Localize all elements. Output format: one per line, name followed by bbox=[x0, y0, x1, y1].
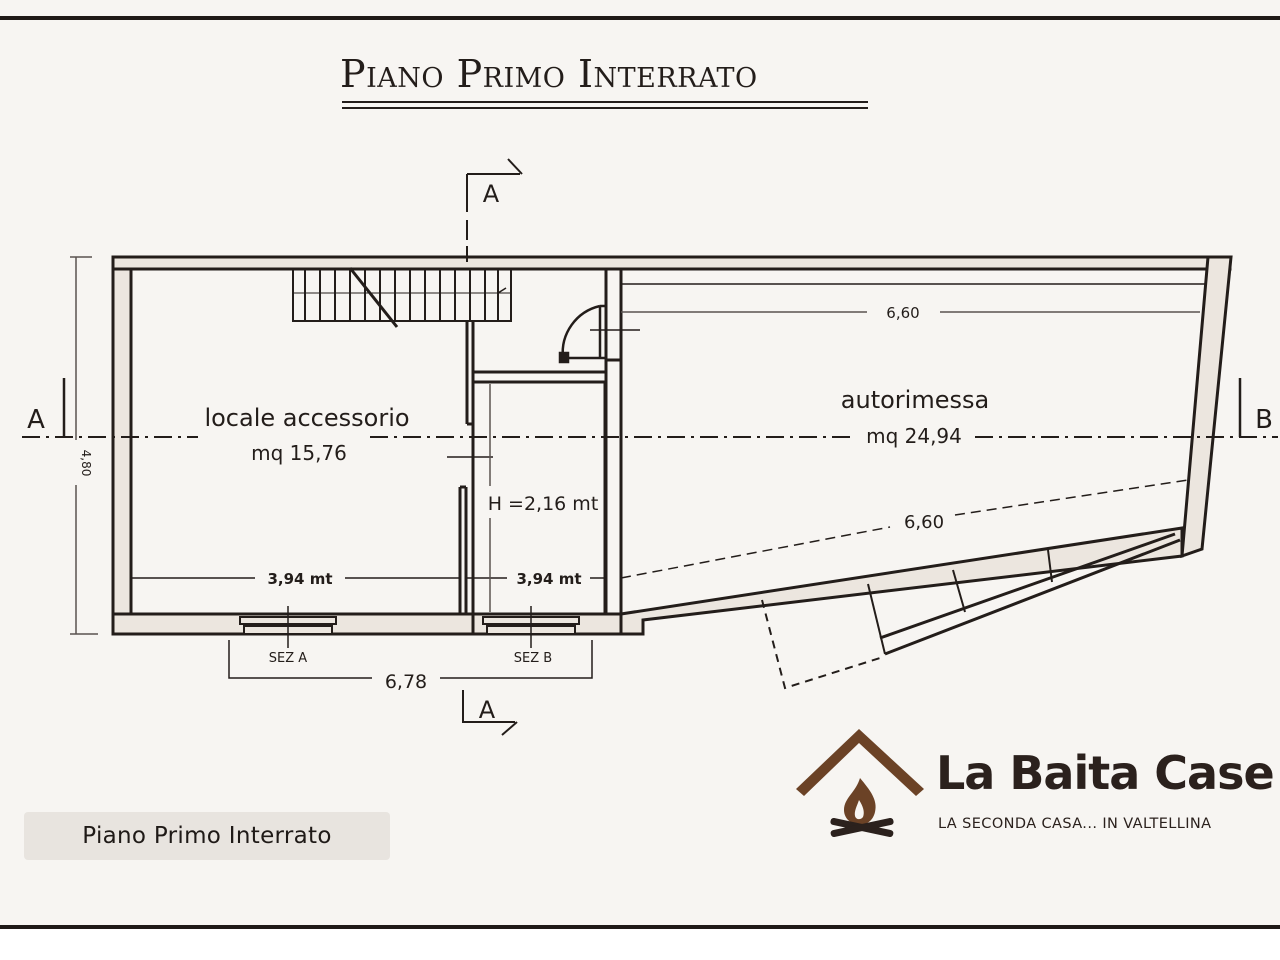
bottom-margin bbox=[0, 929, 1280, 960]
title-underline-second bbox=[342, 107, 868, 109]
title-underline bbox=[342, 101, 868, 103]
brand-logo: La Baita Case LA SECONDA CASA... IN VALT… bbox=[796, 726, 1276, 846]
section-marker-b-right: B bbox=[1255, 405, 1273, 435]
room-area-autorimessa: mq 24,94 bbox=[866, 424, 962, 448]
room-name-autorimessa: autorimessa bbox=[841, 386, 989, 414]
section-marker-a-top: A bbox=[483, 180, 500, 208]
ramp-outline bbox=[761, 532, 1181, 690]
storage-height-label: H =2,16 mt bbox=[488, 493, 599, 515]
room-area-locale-accessorio: mq 15,76 bbox=[251, 441, 347, 465]
cabin-roof-campfire-icon bbox=[796, 729, 924, 838]
section-marker-a-bottom: A bbox=[479, 696, 496, 724]
frame-bottom-border bbox=[0, 925, 1280, 929]
section-line-a-vertical bbox=[447, 158, 523, 736]
room1-width-label: 3,94 mt bbox=[267, 570, 332, 588]
section-label-sez-a: SEZ A bbox=[269, 651, 308, 666]
page-title: Piano Primo Interrato bbox=[340, 52, 758, 96]
floor-caption-text: Piano Primo Interrato bbox=[82, 823, 332, 849]
staircase bbox=[292, 267, 512, 328]
total-width-dimension: 6,78 bbox=[385, 671, 427, 693]
garage-top-dimension: 6,60 bbox=[886, 304, 919, 322]
left-height-dimension: 4,80 bbox=[79, 450, 93, 477]
section-marker-a-left: A bbox=[27, 405, 45, 435]
section-label-sez-b: SEZ B bbox=[514, 651, 552, 666]
brand-name: La Baita Case bbox=[936, 746, 1275, 800]
frame-top-border bbox=[0, 16, 1280, 20]
door-swing bbox=[558, 304, 640, 364]
section-line-ab bbox=[22, 378, 1278, 438]
dimension-lines bbox=[70, 256, 1200, 679]
room-name-locale-accessorio: locale accessorio bbox=[204, 404, 409, 432]
brand-tagline: LA SECONDA CASA... IN VALTELLINA bbox=[938, 816, 1212, 832]
room2-width-label: 3,94 mt bbox=[516, 570, 581, 588]
garage-diagonal-dimension: 6,60 bbox=[904, 512, 944, 533]
floor-caption: Piano Primo Interrato bbox=[24, 812, 390, 860]
